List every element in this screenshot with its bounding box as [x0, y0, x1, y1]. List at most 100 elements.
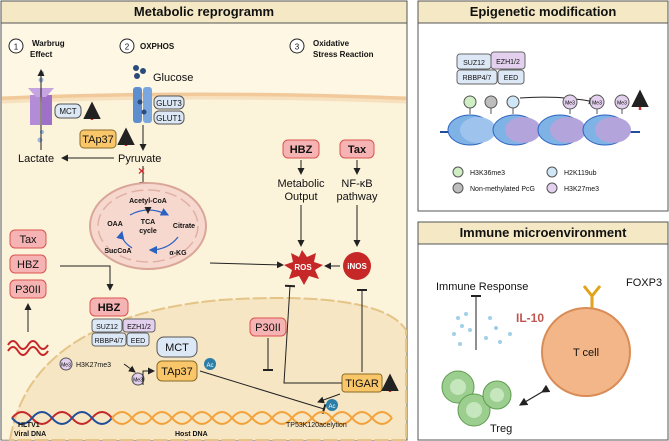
nuclear-tap37: TAp37 Ac	[156, 358, 327, 415]
svg-text:H2K119ub: H2K119ub	[564, 170, 597, 177]
svg-text:GLUT3: GLUT3	[156, 99, 182, 108]
glucose-molecules: Glucose	[133, 65, 193, 84]
immune-panel: Immune microenvironment Immune Response …	[417, 221, 669, 441]
glut-transporter: GLUT3 GLUT1	[133, 87, 185, 151]
svg-text:SucCoA: SucCoA	[104, 248, 131, 255]
immune-response-label: Immune Response	[436, 281, 528, 293]
svg-text:TIGAR: TIGAR	[345, 378, 379, 390]
tax-pathway: Tax NF-κB pathway	[337, 139, 378, 247]
svg-text:MCT: MCT	[59, 107, 76, 116]
svg-text:Me3: Me3	[61, 363, 71, 369]
pyruvate-label: Pyruvate	[118, 153, 161, 165]
svg-text:Citrate: Citrate	[173, 223, 195, 230]
svg-text:Effect: Effect	[30, 50, 53, 59]
treg-cells: Treg	[441, 370, 512, 435]
svg-text:SUZ12: SUZ12	[96, 324, 118, 331]
tp53-label: TP53K120acelytion	[286, 422, 347, 429]
svg-text:3: 3	[295, 43, 300, 52]
viral-rna	[7, 340, 49, 350]
host-dna-label: Host DNA	[175, 431, 208, 438]
svg-text:Warbrug: Warbrug	[32, 39, 65, 48]
step-2: 2 OXPHOS	[119, 38, 175, 54]
me3-mark: Me3 H3K27me3 Me3	[59, 357, 145, 386]
svg-text:Me3: Me3	[565, 101, 575, 107]
immune-title: Immune microenvironment	[460, 225, 628, 240]
nuclear-prc2: SUZ12 EZH1/2 RBBP4/7 EED	[91, 318, 156, 347]
svg-text:P30II: P30II	[255, 322, 281, 334]
svg-text:Oxidative: Oxidative	[313, 39, 350, 48]
svg-text:EED: EED	[131, 338, 145, 345]
svg-text:TAp37: TAp37	[82, 134, 114, 146]
t-cell: T cell	[541, 285, 631, 397]
lactate-label: Lactate	[18, 153, 54, 165]
svg-text:Tax: Tax	[19, 234, 37, 246]
svg-text:P30II: P30II	[15, 284, 41, 296]
svg-text:Me3: Me3	[592, 101, 602, 107]
svg-text:GLUT1: GLUT1	[156, 114, 182, 123]
svg-text:α-KG: α-KG	[169, 250, 187, 257]
svg-text:TAp37: TAp37	[161, 366, 193, 378]
metabolic-title: Metabolic reprogramm	[134, 4, 274, 19]
svg-text:RBBP4/7: RBBP4/7	[463, 75, 492, 82]
mitochondrion: Acetyl-CoA OAA Citrate TCA cycle SucCoA …	[89, 182, 207, 270]
nuclear-mct: MCT	[156, 336, 198, 358]
foxp3-label: FOXP3	[626, 277, 662, 289]
hbz-pathway: HBZ Metabolic Output	[277, 139, 325, 247]
svg-text:Ac: Ac	[206, 363, 213, 369]
svg-text:HBZ: HBZ	[98, 302, 121, 314]
metabolic-panel: Metabolic reprogramm 1 Warbrug Effect 2 …	[0, 0, 408, 441]
svg-text:Tax: Tax	[348, 144, 367, 156]
svg-text:Metabolic: Metabolic	[277, 178, 325, 190]
svg-text:HBZ: HBZ	[290, 144, 313, 156]
svg-text:1: 1	[14, 43, 19, 52]
dna-helix	[11, 411, 393, 425]
svg-text:OXPHOS: OXPHOS	[140, 42, 175, 51]
svg-text:NF-κB: NF-κB	[341, 178, 372, 190]
svg-text:ROS: ROS	[294, 263, 312, 272]
svg-text:T cell: T cell	[573, 347, 599, 359]
tap37-box: TAp37	[79, 127, 135, 149]
step-3: 3 Oxidative Stress Reaction	[289, 38, 374, 59]
svg-text:Treg: Treg	[490, 423, 512, 435]
epigenetic-title: Epigenetic modification	[470, 4, 617, 19]
svg-text:RBBP4/7: RBBP4/7	[95, 338, 124, 345]
step-1: 1 Warbrug Effect	[8, 38, 65, 59]
nuclear-hbz: HBZ	[89, 297, 129, 317]
svg-text:Ac: Ac	[328, 404, 335, 410]
il10-particles	[452, 312, 512, 346]
svg-text:Me3: Me3	[133, 378, 143, 384]
svg-text:HBZ: HBZ	[17, 259, 39, 271]
svg-text:MCT: MCT	[165, 342, 189, 354]
svg-text:H3K27me3: H3K27me3	[564, 186, 599, 193]
svg-text:OAA: OAA	[107, 221, 123, 228]
inos: iNOS	[343, 252, 371, 280]
viral-proteins: Tax HBZ P30II	[9, 229, 47, 299]
svg-text:Output: Output	[284, 191, 317, 203]
svg-text:EZH1/2: EZH1/2	[496, 59, 520, 66]
svg-text:2: 2	[125, 43, 130, 52]
epigenetic-legend: H3K36me3 H2K119ub Non-methylated PcG H3K…	[452, 166, 599, 194]
svg-text:×: ×	[138, 164, 145, 178]
svg-text:iNOS: iNOS	[347, 262, 367, 271]
svg-text:SUZ12: SUZ12	[463, 60, 485, 67]
svg-text:Stress Reaction: Stress Reaction	[313, 50, 374, 59]
epi-prc2-complex: SUZ12 EZH1/2 RBBP4/7 EED	[456, 51, 526, 85]
svg-text:Non-methylated PcG: Non-methylated PcG	[470, 186, 535, 193]
svg-text:Glucose: Glucose	[153, 72, 193, 84]
nucleosome-array: Me3 Me3 Me3	[440, 89, 649, 146]
svg-text:cycle: cycle	[139, 228, 157, 235]
mct-transporter: MCT	[28, 69, 101, 150]
svg-text:pathway: pathway	[337, 191, 378, 203]
svg-text:EED: EED	[504, 75, 518, 82]
nuclear-p30: P30II	[249, 317, 287, 371]
svg-text:H3K36me3: H3K36me3	[470, 170, 505, 177]
ac-mark: Ac	[326, 399, 338, 411]
ros-burst: ROS	[284, 250, 323, 285]
hltv1-label: HLTV1	[18, 422, 40, 429]
svg-text:EZH1/2: EZH1/2	[127, 324, 151, 331]
svg-text:Acetyl-CoA: Acetyl-CoA	[129, 198, 167, 205]
svg-text:H3K27me3: H3K27me3	[76, 362, 111, 369]
il10-label: IL-10	[516, 311, 544, 325]
